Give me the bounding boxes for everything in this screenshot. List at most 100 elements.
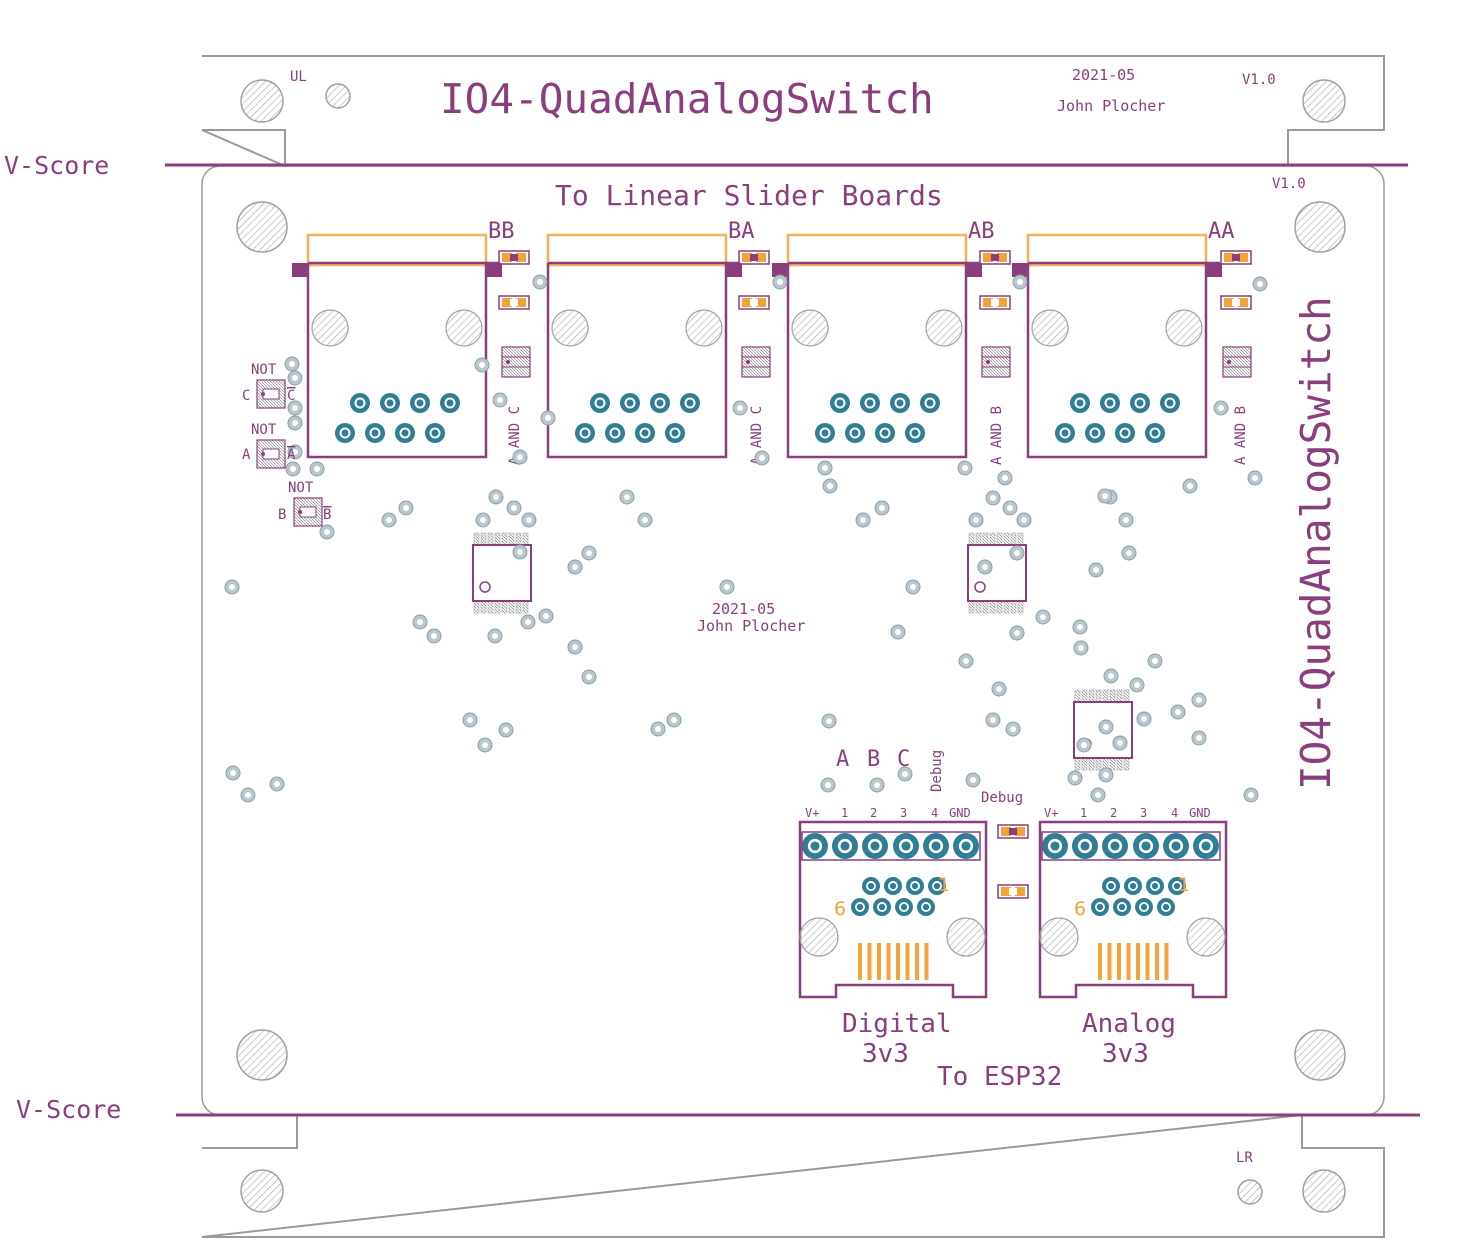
connector-label-bb: BB — [488, 219, 515, 244]
pad-drill — [401, 429, 409, 437]
led-outline — [979, 295, 1011, 310]
board-title-top: IO4-QuadAnalogSwitch — [440, 75, 934, 123]
via-hole — [1108, 673, 1114, 679]
led-outline — [979, 250, 1011, 265]
via — [581, 669, 597, 685]
contact-finger — [1155, 943, 1159, 980]
pad-drill — [596, 399, 604, 407]
pad-drill — [1110, 841, 1120, 851]
signal-c-label: C — [242, 388, 250, 404]
contact-finger — [1145, 943, 1150, 980]
via — [567, 559, 583, 575]
pad-drill — [1080, 841, 1090, 851]
ic-pin — [989, 532, 996, 546]
pad-drill — [416, 399, 424, 407]
pad-drill — [1050, 841, 1060, 851]
via-hole — [1218, 405, 1224, 411]
via — [1121, 545, 1137, 561]
and-label-ab: A AND B — [989, 406, 1005, 465]
pad — [635, 423, 655, 443]
via — [1009, 625, 1025, 641]
pad-drill — [1107, 882, 1115, 890]
via-hole — [586, 550, 592, 556]
pad — [680, 393, 700, 413]
pad-drill — [641, 429, 649, 437]
via — [240, 787, 256, 803]
pad-drill — [1162, 903, 1170, 911]
signal-abar-label: A — [287, 447, 296, 463]
mount-hole-icon — [325, 83, 351, 109]
via — [719, 579, 735, 595]
via — [817, 460, 833, 476]
ic-pin — [515, 532, 522, 546]
pad — [1133, 833, 1159, 859]
led-mark — [991, 254, 999, 261]
ic-pin1-mark — [479, 581, 491, 593]
author-top: John Plocher — [1057, 97, 1165, 115]
pad-drill — [1121, 429, 1129, 437]
via-hole — [1014, 630, 1020, 636]
digital-label: Digital — [842, 1009, 952, 1039]
via — [532, 274, 548, 290]
contact-finger — [858, 943, 862, 980]
via-hole — [1252, 475, 1258, 481]
esp32-connector-analog — [1038, 820, 1228, 999]
led-icon — [738, 295, 770, 310]
led-pad — [1224, 253, 1234, 262]
via-hole — [642, 517, 648, 523]
via — [225, 765, 241, 781]
pad-drill — [922, 903, 930, 911]
via — [905, 579, 921, 595]
pad — [605, 423, 625, 443]
via-hole — [572, 564, 578, 570]
vscore-label-bottom: V-Score — [16, 1095, 121, 1124]
pad — [1102, 877, 1120, 895]
led-pad — [502, 253, 512, 262]
pad — [440, 393, 460, 413]
via — [487, 628, 503, 644]
inverter-chip-icon — [293, 497, 323, 527]
pad — [860, 393, 880, 413]
pad — [1055, 423, 1075, 443]
led-pad — [756, 253, 766, 262]
via — [284, 356, 300, 372]
header-labels-digital: V+ 1 2 3 4 GND — [805, 806, 971, 820]
via — [732, 400, 748, 416]
header-labels-analog: V+ 1 2 3 4 GND — [1044, 806, 1211, 820]
pad — [575, 423, 595, 443]
pad-drill — [810, 841, 820, 851]
via — [567, 639, 583, 655]
pad-drill — [431, 429, 439, 437]
connector-label-aa: AA — [1208, 219, 1235, 244]
ic-pin — [1010, 532, 1017, 546]
ic-pin — [1116, 689, 1123, 703]
ic-pin — [996, 600, 1003, 614]
via-hole — [825, 782, 831, 788]
gate-chip-icon — [501, 346, 531, 378]
connector-bb — [292, 233, 502, 459]
ic-pin — [494, 600, 501, 614]
pad — [1130, 393, 1150, 413]
via — [426, 628, 442, 644]
pad — [845, 423, 865, 443]
ic-pin — [501, 532, 508, 546]
pad — [1102, 833, 1128, 859]
via-hole — [497, 397, 503, 403]
pad — [1070, 393, 1090, 413]
pad-drill — [901, 841, 911, 851]
smd-parts — [256, 250, 1252, 899]
via-hole — [1021, 517, 1027, 523]
ic-pin — [1102, 689, 1109, 703]
via — [874, 500, 890, 516]
ic-pin — [1109, 757, 1116, 771]
led-outline — [498, 250, 530, 265]
pad-drill — [961, 841, 971, 851]
led-icon — [738, 250, 770, 265]
connector-label-ba: BA — [728, 219, 755, 244]
via-hole — [274, 781, 280, 787]
contact-finger — [1098, 943, 1102, 980]
via — [512, 544, 528, 560]
pad — [953, 833, 979, 859]
led-mark — [750, 299, 758, 306]
